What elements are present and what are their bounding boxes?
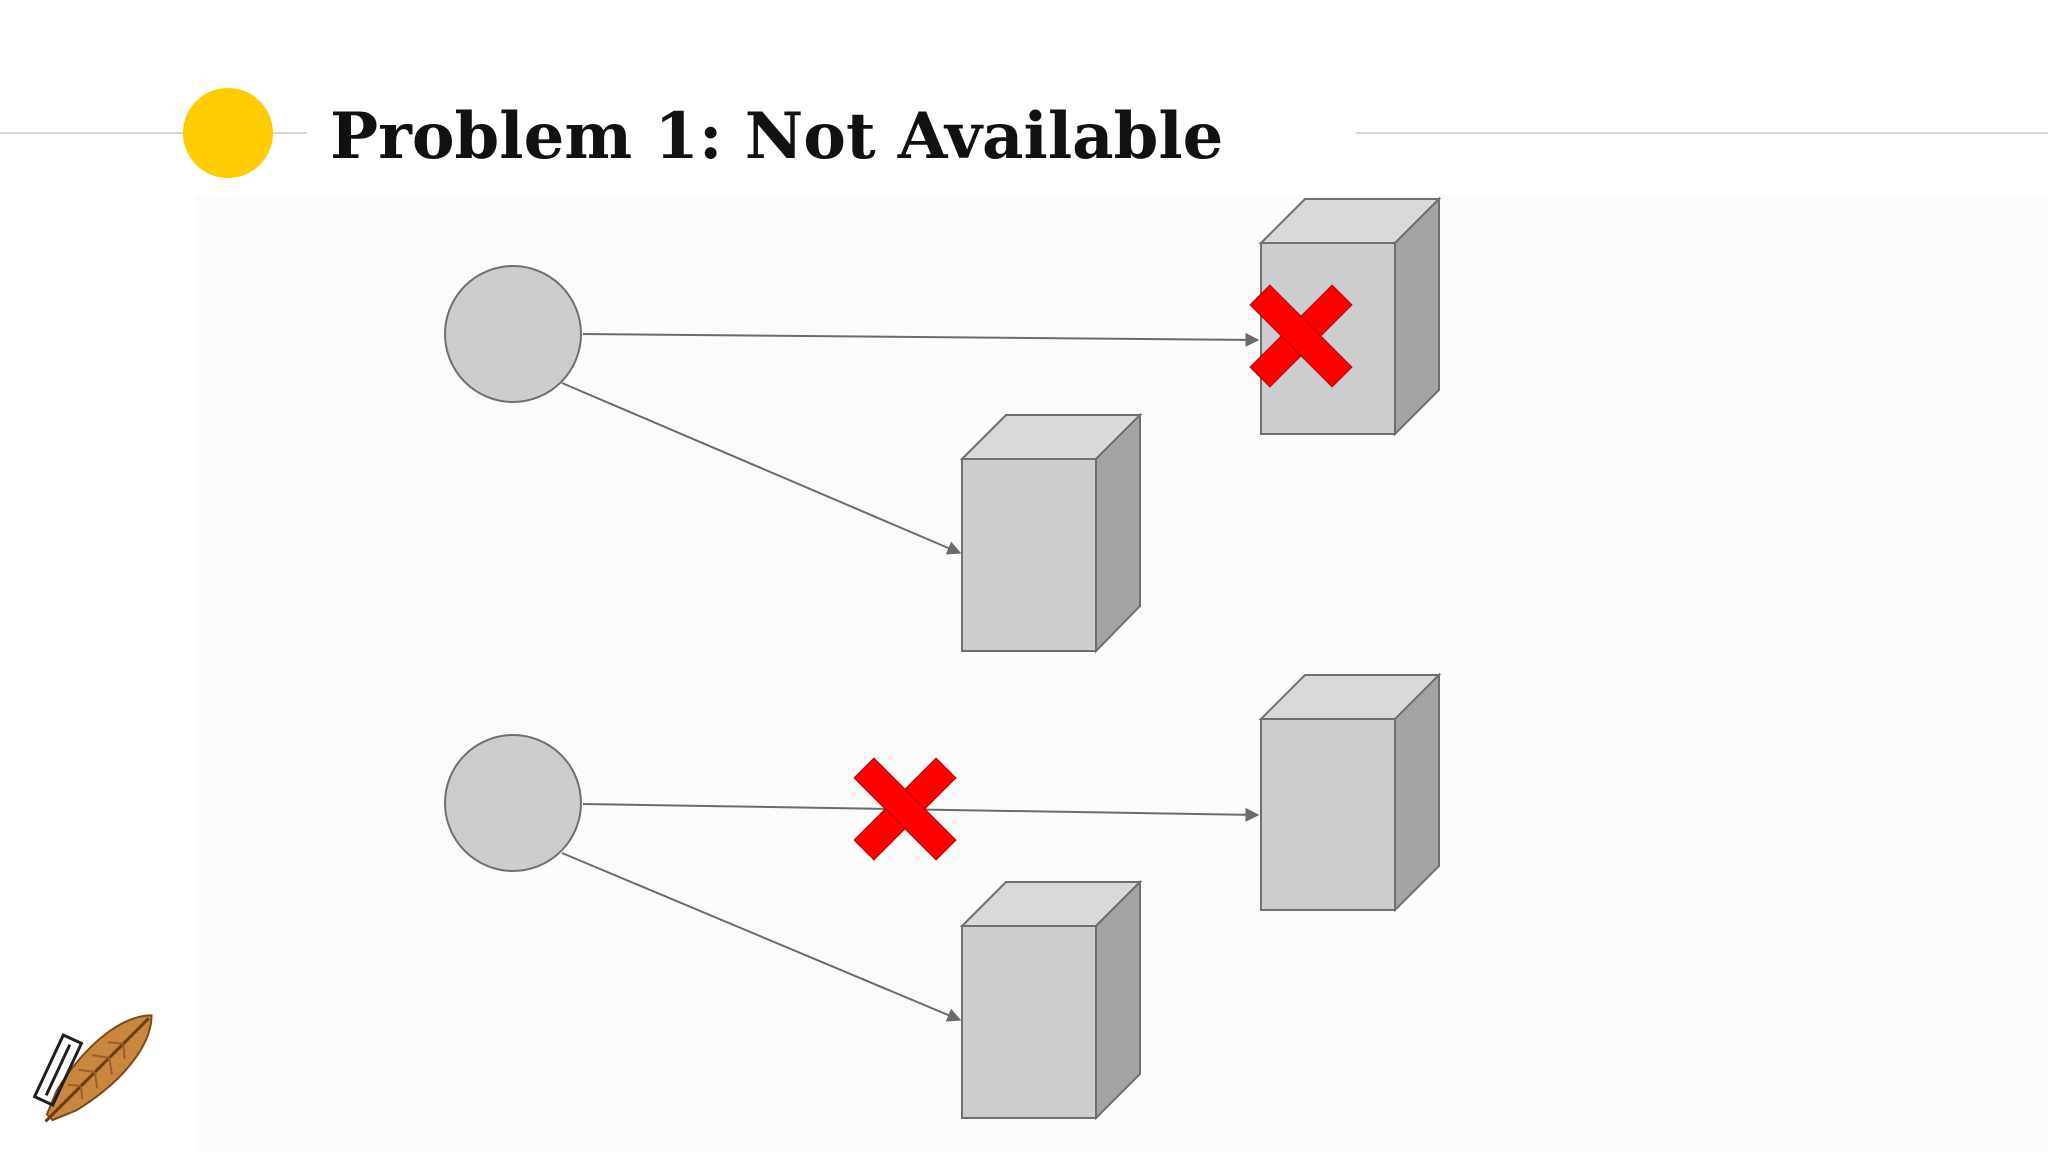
server-b [959, 412, 1143, 654]
server-front [1260, 718, 1396, 911]
server-a [1258, 672, 1442, 913]
link-client-to-server-a [582, 332, 1260, 347]
server-b [959, 879, 1143, 1121]
scenario-network-failure [444, 672, 1442, 1121]
failure-x-icon [853, 757, 957, 861]
server-front [961, 458, 1097, 652]
link-client-to-server-b [561, 852, 962, 1022]
logo-mark [32, 1032, 84, 1108]
quill-feather-icon [44, 1014, 153, 1123]
server-front [961, 925, 1097, 1119]
failure-x-icon [1249, 284, 1353, 388]
client-node [444, 265, 582, 403]
link-client-to-server-b [561, 382, 962, 555]
page-title: Problem 1: Not Available [330, 99, 1224, 174]
scenario-server-failure [444, 196, 1442, 654]
accent-dot [183, 88, 273, 178]
client-node [444, 734, 582, 872]
